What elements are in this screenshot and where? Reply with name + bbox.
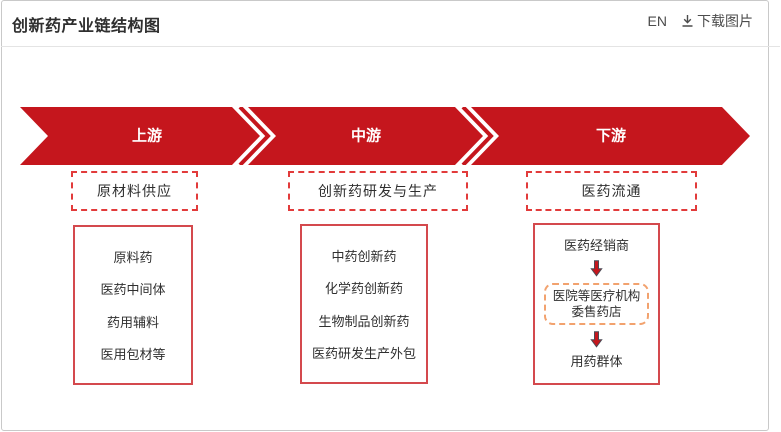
page-title: 创新药产业链结构图 xyxy=(12,18,161,35)
list-item: 药用辅料 xyxy=(106,314,159,330)
category-label: 原材料供应 xyxy=(97,185,172,200)
list-item: 化学药创新药 xyxy=(324,281,403,297)
category-label: 创新药研发与生产 xyxy=(318,185,438,200)
chevron-separator-icon xyxy=(238,107,271,165)
category-box-downstream: 医药流通 xyxy=(526,171,697,211)
stage-label-upstream: 上游 xyxy=(132,127,162,145)
flow-node-distributor: 医药经销商 xyxy=(563,237,629,253)
flow-node-patients: 用药群体 xyxy=(570,354,623,370)
stage-arrow-downstream xyxy=(471,107,750,165)
category-label: 医药流通 xyxy=(581,185,642,200)
down-arrow-icon xyxy=(590,260,603,277)
header-controls: EN 下载图片 xyxy=(648,11,753,31)
stage-label-midstream: 中游 xyxy=(351,127,381,145)
list-item: 医用包材等 xyxy=(100,347,166,363)
category-box-upstream: 原材料供应 xyxy=(71,171,198,211)
flow-box-downstream: 医药经销商 医院等医疗机构 委售药店 用药群体 xyxy=(533,223,660,385)
stage-arrow-band: 上游 中游 下游 xyxy=(20,107,750,165)
category-box-midstream: 创新药研发与生产 xyxy=(288,171,468,211)
download-icon xyxy=(682,15,693,27)
header-divider xyxy=(1,46,780,47)
language-toggle-label: EN xyxy=(647,13,667,29)
items-box-midstream: 中药创新药 化学药创新药 生物制品创新药 医药研发生产外包 xyxy=(300,224,428,384)
language-toggle-button[interactable]: EN xyxy=(648,13,667,29)
flow-node-line2: 委售药店 xyxy=(571,305,622,319)
list-item: 医药中间体 xyxy=(100,282,166,298)
stage-arrow-midstream xyxy=(248,107,483,165)
stage-arrow-upstream xyxy=(20,107,260,165)
list-item: 生物制品创新药 xyxy=(318,313,410,329)
download-button-label: 下载图片 xyxy=(697,13,753,29)
flow-node-line1: 医院等医疗机构 xyxy=(552,288,641,303)
stage-label-downstream: 下游 xyxy=(596,127,626,145)
list-item: 医药研发生产外包 xyxy=(311,346,416,362)
chevron-separator-icon xyxy=(461,107,494,165)
down-arrow-icon xyxy=(590,331,603,348)
items-box-upstream: 原料药 医药中间体 药用辅料 医用包材等 xyxy=(73,225,193,385)
list-item: 原料药 xyxy=(113,249,153,265)
flow-node-medical-institutions: 医院等医疗机构 委售药店 xyxy=(543,282,650,326)
download-image-button[interactable]: 下载图片 xyxy=(681,11,753,31)
list-item: 中药创新药 xyxy=(331,248,397,264)
